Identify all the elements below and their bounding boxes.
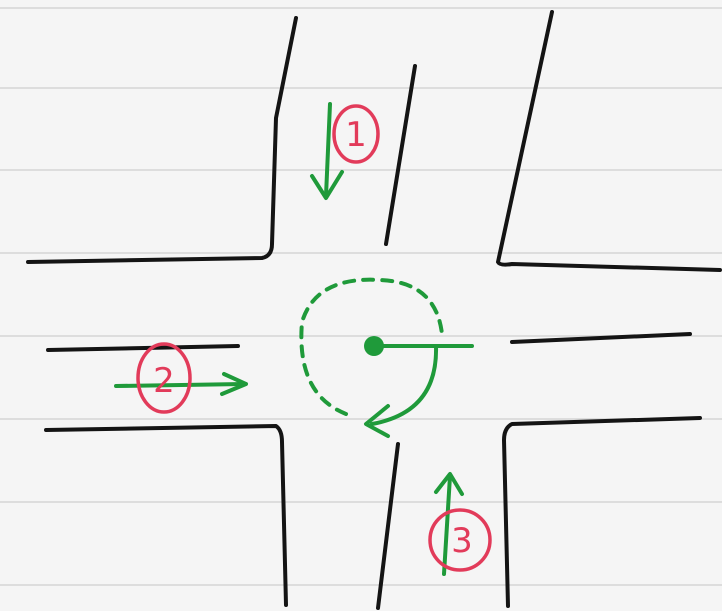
label-3-text: 3	[451, 521, 473, 561]
arrow-2-shaft	[114, 382, 246, 388]
label-3-circle	[428, 508, 492, 572]
lane-divider-left	[46, 344, 240, 352]
label-2-text: 2	[153, 361, 175, 401]
label-2: 2	[136, 342, 192, 414]
vehicle-paths	[114, 102, 474, 576]
uturn-path	[370, 344, 474, 426]
road-edge-bottom-right	[502, 416, 702, 608]
road-edge-top-right	[496, 10, 722, 272]
lane-divider-right	[510, 332, 692, 344]
uturn-head	[364, 404, 390, 438]
road-edges	[26, 10, 722, 610]
arrow-1-shaft	[324, 102, 332, 198]
label-1-circle	[332, 104, 380, 164]
label-3: 3	[428, 508, 492, 572]
label-2-circle	[136, 342, 192, 414]
arrow-3-shaft	[442, 474, 452, 576]
label-1: 1	[332, 104, 380, 164]
ruled-lines	[0, 7, 722, 586]
dashed-circle	[299, 277, 444, 416]
road-edge-bottom-left	[44, 424, 288, 607]
arrow-2-head	[220, 372, 248, 396]
road-edge-top-left	[26, 16, 298, 264]
arrow-1-head	[310, 170, 344, 200]
center-point	[364, 336, 384, 356]
label-1-text: 1	[345, 115, 367, 155]
arrow-3-head	[434, 472, 464, 496]
lane-divider-top	[384, 64, 417, 246]
lane-divider-bottom	[376, 442, 400, 610]
